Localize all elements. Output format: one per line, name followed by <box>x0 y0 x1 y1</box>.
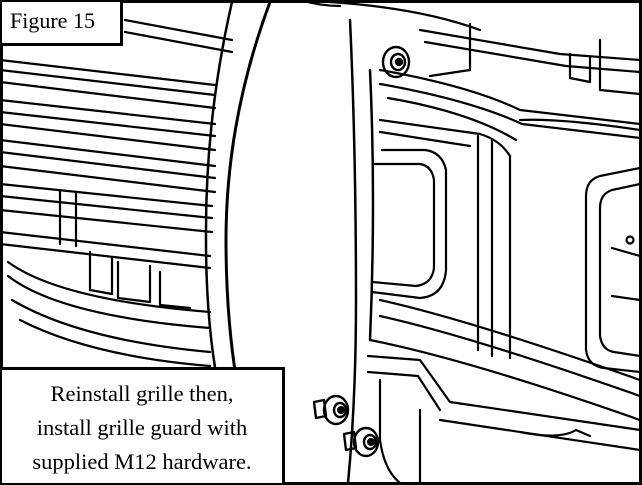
m12-bolt <box>312 394 350 426</box>
caption-line: install grille guard with <box>36 415 248 440</box>
m12-bolt <box>381 45 411 79</box>
hardware-drawing <box>312 45 411 458</box>
m12-bolt <box>342 426 380 458</box>
instruction-caption: Reinstall grille then, install grille gu… <box>2 367 285 483</box>
caption-line: supplied M12 hardware. <box>32 449 252 474</box>
bumper-drawing <box>298 0 642 485</box>
caption-line: Reinstall grille then, <box>50 381 234 406</box>
figure-label: Figure 15 <box>2 2 123 46</box>
